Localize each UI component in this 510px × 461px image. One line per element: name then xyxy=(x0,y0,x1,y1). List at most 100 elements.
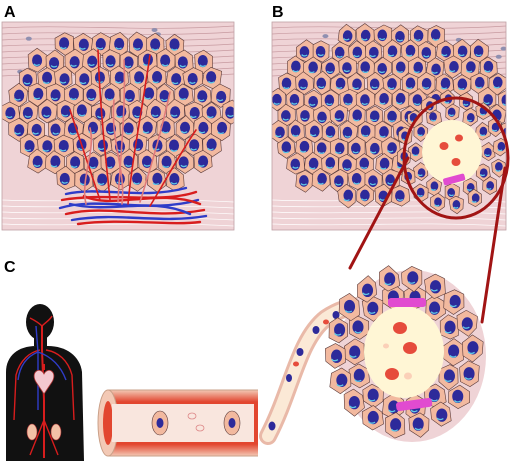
panel-a-label: A xyxy=(4,4,16,21)
tumor-cell-icon xyxy=(373,24,393,48)
tumor-cell-icon xyxy=(324,343,346,369)
tumor-cell-icon xyxy=(311,167,331,192)
tumor-cell-icon xyxy=(287,119,305,144)
tumor-cell-icon xyxy=(375,153,393,176)
tumor-cell-icon xyxy=(373,56,392,80)
tumor-cell-icon xyxy=(286,152,306,175)
tumor-cell-icon xyxy=(165,33,185,57)
tumor-cell-icon xyxy=(165,98,185,124)
tumor-cell-icon xyxy=(364,168,383,192)
tumor-cell-icon xyxy=(193,115,213,140)
zoom-connector-lines xyxy=(348,156,507,324)
tumor-cell-icon xyxy=(27,47,48,73)
enlarged-vessel-lumen xyxy=(364,306,444,398)
tumor-cell-icon xyxy=(313,70,331,96)
panel-a: A xyxy=(1,4,235,231)
tumor-cell-icon xyxy=(407,142,423,162)
tumor-cell-icon xyxy=(211,116,231,142)
tumor-cell-icon xyxy=(470,72,489,96)
tumor-cell-icon xyxy=(92,168,112,193)
tumor-cell-icon xyxy=(356,184,375,207)
tumor-cell-icon xyxy=(53,134,74,158)
tumor-cell-icon xyxy=(136,115,157,141)
tumor-cell-icon xyxy=(448,195,464,215)
tumor-cell-icon xyxy=(165,66,186,91)
tumor-cell-icon xyxy=(312,40,330,63)
tumor-cell-icon xyxy=(175,115,195,141)
tumor-cell-icon xyxy=(329,138,349,162)
tumor-cell-icon xyxy=(338,293,361,322)
tumor-cell-icon xyxy=(430,401,452,427)
tumor-cell-icon xyxy=(383,105,402,128)
tumor-cell-icon xyxy=(417,41,436,64)
tumor-cell-icon xyxy=(222,99,234,125)
tumor-cell-icon xyxy=(338,55,357,79)
tumor-cell-icon xyxy=(320,89,339,113)
tumor-cell-icon xyxy=(277,103,296,127)
tumor-cell-icon xyxy=(182,67,203,90)
tumor-cell-icon xyxy=(467,188,482,208)
tumor-cell-icon xyxy=(194,49,213,74)
tumor-cell-icon xyxy=(328,317,348,344)
tumor-cell-icon xyxy=(348,40,367,65)
tumor-cell-icon xyxy=(407,56,427,80)
tumor-cell-icon xyxy=(366,105,384,128)
tumor-cell-icon xyxy=(456,309,478,337)
tumor-cell-icon xyxy=(400,39,420,64)
tumor-cell-icon xyxy=(470,38,489,64)
tumor-cell-icon xyxy=(348,363,370,389)
tumor-cell-icon xyxy=(8,82,28,108)
tumor-cell-icon xyxy=(304,119,323,144)
panel-c: C xyxy=(4,259,486,461)
tumor-cell-icon xyxy=(425,295,447,321)
tumor-cell-icon xyxy=(102,49,121,73)
panel-b-zoom-ring xyxy=(402,96,510,220)
tumor-cell-icon xyxy=(329,367,352,395)
tumor-cell-icon xyxy=(272,120,288,144)
tumor-cell-icon xyxy=(357,275,378,303)
tumor-cell-icon xyxy=(175,150,195,174)
tumor-cell-icon xyxy=(361,405,384,431)
tumor-cell-icon xyxy=(210,83,231,108)
tumor-cell-icon xyxy=(201,66,223,90)
tumor-cell-icon xyxy=(443,289,465,315)
tumor-cell-icon xyxy=(339,89,359,112)
tumor-cell-icon xyxy=(413,123,429,142)
panel-b-red-blood-cells xyxy=(439,134,463,166)
tumor-cell-icon xyxy=(165,133,186,159)
tumor-cell-icon xyxy=(54,32,74,56)
tumor-cell-icon xyxy=(348,315,370,340)
tumor-cell-icon xyxy=(357,56,376,79)
tumor-cell-icon xyxy=(430,192,446,212)
tumor-cell-icon xyxy=(435,40,455,62)
heart-icon xyxy=(33,364,55,395)
tumor-cell-icon xyxy=(174,83,194,107)
tumor-cell-icon xyxy=(119,117,139,141)
tumor-cell-icon xyxy=(443,55,463,79)
tumor-cell-icon xyxy=(287,55,305,79)
tumor-cell-icon xyxy=(347,168,367,190)
tumor-cell-icon xyxy=(439,314,459,340)
tumor-cell-icon xyxy=(347,72,366,96)
tumor-cell-icon xyxy=(44,150,66,175)
artery-icon xyxy=(13,315,75,458)
tumor-cell-icon xyxy=(101,83,121,109)
tumor-cell-icon xyxy=(409,25,429,48)
blood-vessel-icon xyxy=(97,389,258,457)
panel-a-vessel-network xyxy=(58,49,208,226)
tumor-cell-icon xyxy=(461,334,484,363)
tumor-cell-icon xyxy=(475,122,491,141)
tumor-cell-icon xyxy=(374,87,393,110)
tumor-cell-icon xyxy=(479,56,498,79)
enlarged-red-blood-cells xyxy=(383,322,417,380)
tumor-cell-icon xyxy=(424,273,446,300)
tumor-cell-icon xyxy=(202,133,222,158)
tumor-cell-icon xyxy=(146,32,165,57)
tumor-cell-icon xyxy=(384,412,406,439)
tumor-cell-icon xyxy=(56,99,76,123)
tumor-cell-icon xyxy=(193,149,213,174)
tumor-cell-icon xyxy=(460,56,480,80)
tumor-cell-icon xyxy=(337,183,356,209)
tumor-cell-icon xyxy=(339,120,359,144)
